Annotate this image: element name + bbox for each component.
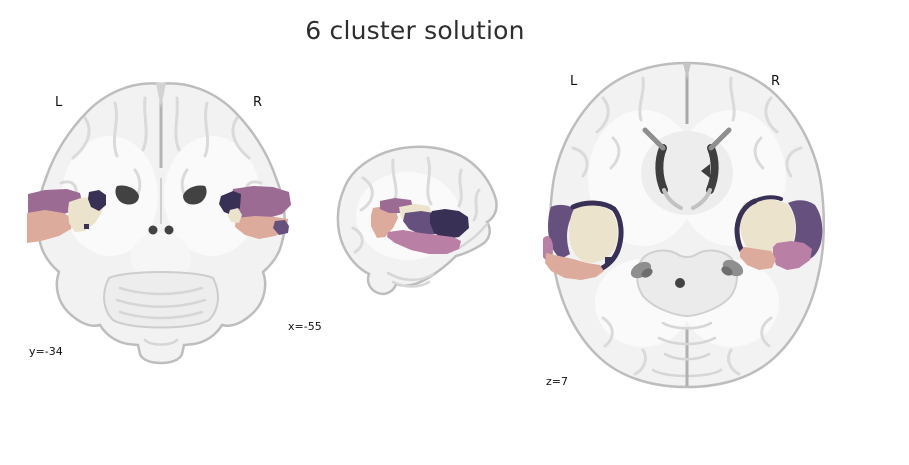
axial-coordinate-label: z=7 (546, 375, 568, 388)
cluster-rose-axial-left (543, 236, 553, 260)
cluster-salmon-axial-left (545, 253, 604, 280)
coronal-cerebellum (103, 271, 219, 329)
coronal-slice-view (27, 82, 291, 365)
axial-slice-view (543, 61, 826, 389)
cluster-salmon-sagittal (371, 206, 398, 238)
cluster-rose-axial-right (773, 241, 812, 270)
cluster-salmon-left (27, 210, 73, 243)
axial-lateral-ventricles (642, 127, 732, 210)
cluster-cream-right (228, 208, 242, 223)
sagittal-sulci (351, 156, 489, 288)
cluster-mauve-right (231, 186, 291, 220)
sagittal-clusters (371, 198, 469, 254)
cluster-rose-sagittal (387, 230, 461, 254)
axial-left-hemisphere-label: L (570, 74, 578, 89)
cluster-purple-axial-left (548, 204, 576, 259)
coronal-anatomy (36, 82, 286, 365)
cluster-navy-left (88, 190, 106, 211)
coronal-right-hemisphere-label: R (253, 95, 263, 110)
coronal-coordinate-label: y=-34 (29, 345, 63, 358)
sagittal-coordinate-label: x=-55 (288, 320, 322, 333)
coronal-left-ventricle (115, 185, 139, 205)
cluster-navy-axial-right-top (753, 195, 783, 203)
cluster-purple-right (273, 220, 289, 235)
axial-thalamus-shading (641, 131, 733, 215)
page-title: 6 cluster solution (305, 16, 525, 45)
axial-aqueduct (675, 278, 685, 288)
sagittal-slice-view (336, 145, 498, 296)
coronal-right-ventricle (183, 185, 207, 205)
cluster-navy-left-dot (84, 224, 89, 229)
axial-clusters (543, 195, 823, 280)
axial-sulci (571, 76, 803, 378)
cluster-cream-axial-left (569, 205, 618, 263)
cluster-navy-axial-left-dot (605, 257, 612, 264)
cluster-navy-sagittal (430, 209, 469, 239)
axial-right-hemisphere-label: R (771, 74, 781, 89)
axial-midbrain (636, 249, 738, 318)
coronal-clusters (27, 186, 291, 243)
axial-anatomy (548, 61, 826, 389)
cluster-salmon-axial-right (740, 247, 776, 270)
coronal-left-hemisphere-label: L (55, 95, 63, 110)
cluster-salmon-right (235, 216, 288, 239)
